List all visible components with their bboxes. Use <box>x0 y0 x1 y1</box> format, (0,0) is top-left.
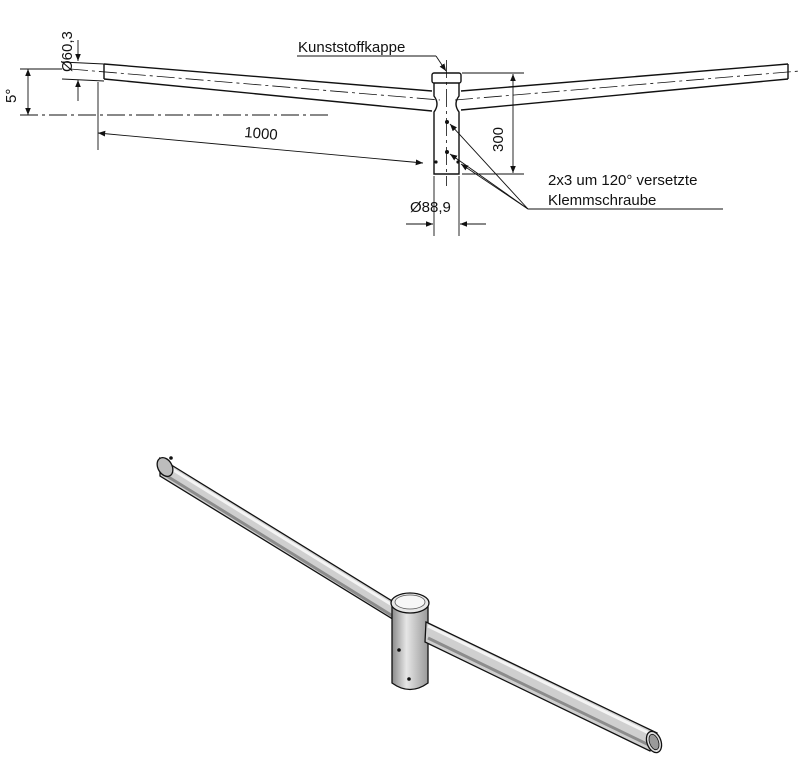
arm-length-dimension: 1000 <box>97 82 424 166</box>
screws-label-line1: 2x3 um 120° versetzte <box>548 172 697 189</box>
iso-sleeve <box>390 592 430 691</box>
iso-right-arm <box>424 620 663 754</box>
sleeve-diameter-label: Ø88,9 <box>410 199 451 216</box>
isometric-view <box>156 456 663 754</box>
right-arm-outline <box>454 63 800 111</box>
iso-left-arm <box>156 456 419 636</box>
angle-label: 5° <box>3 89 20 103</box>
cap-label: Kunststoffkappe <box>298 39 405 56</box>
arm-diameter-label: Ø60,3 <box>59 31 76 72</box>
angle-dimension: 5° <box>3 68 330 116</box>
arm-diameter-dimension: Ø60,3 <box>59 31 105 101</box>
sleeve-height-dimension: 300 <box>462 72 524 175</box>
left-arm-outline <box>69 63 441 112</box>
cap-callout: Kunststoffkappe <box>297 39 447 72</box>
sleeve-height-label: 300 <box>490 127 507 152</box>
arm-length-label: 1000 <box>244 124 279 144</box>
front-view: Kunststoffkappe Ø60,3 5° 1000 <box>3 31 800 236</box>
sleeve-outline <box>431 60 462 186</box>
screws-label-line2: Klemmschraube <box>548 192 656 209</box>
sleeve-diameter-dimension: Ø88,9 <box>406 176 486 236</box>
screws-callout: 2x3 um 120° versetzte Klemmschraube <box>449 123 723 210</box>
